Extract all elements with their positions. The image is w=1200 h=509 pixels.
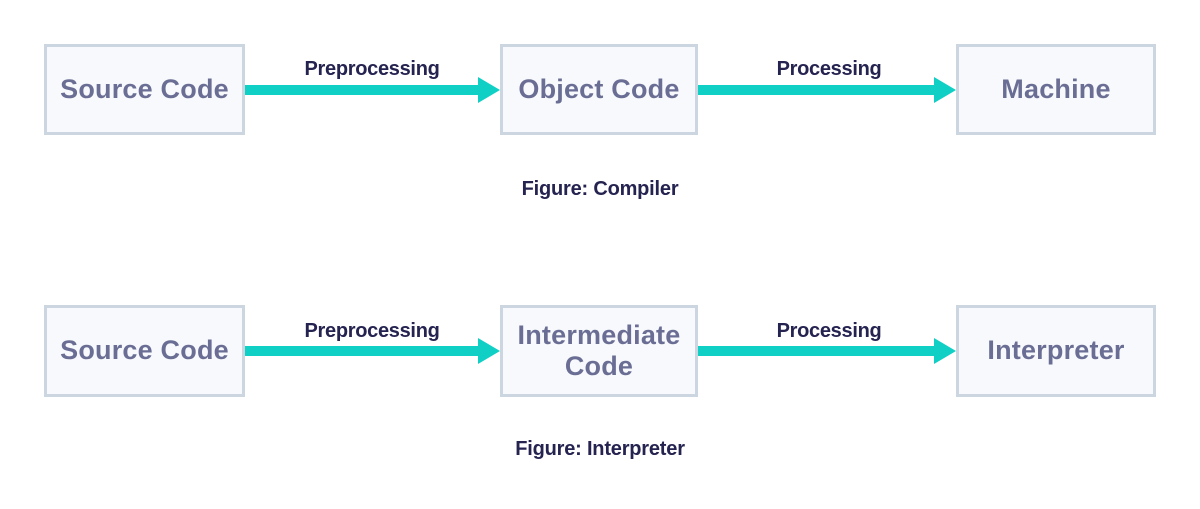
arrow-preprocessing-compiler <box>245 77 500 103</box>
arrow-label-processing-interpreter: Processing <box>776 320 882 342</box>
node-intermediate-code-interpreter: Intermediate Code <box>500 305 698 397</box>
caption-figure-interpreter: Figure: Interpreter <box>515 438 685 460</box>
arrow-shaft <box>245 346 478 356</box>
arrow-preprocessing-interpreter <box>245 338 500 364</box>
arrow-label-preprocessing-compiler: Preprocessing <box>304 58 440 80</box>
node-source-code-interpreter: Source Code <box>44 305 245 397</box>
arrow-head <box>478 338 500 364</box>
arrow-shaft <box>245 85 478 95</box>
arrow-label-preprocessing-interpreter: Preprocessing <box>304 320 440 342</box>
node-source-code-compiler: Source Code <box>44 44 245 135</box>
node-label: Object Code <box>518 73 680 104</box>
node-label: Source Code <box>60 73 229 104</box>
node-label: Machine <box>1001 73 1111 104</box>
arrow-head <box>478 77 500 103</box>
arrow-label-processing-compiler: Processing <box>776 58 882 80</box>
node-machine-compiler: Machine <box>956 44 1156 135</box>
arrow-shaft <box>698 85 934 95</box>
caption-figure-compiler: Figure: Compiler <box>521 178 679 200</box>
arrow-head <box>934 77 956 103</box>
arrow-processing-compiler <box>698 77 956 103</box>
node-object-code-compiler: Object Code <box>500 44 698 135</box>
node-label: Source Code <box>60 335 229 366</box>
arrow-processing-interpreter <box>698 338 956 364</box>
node-label: Interpreter <box>987 335 1125 366</box>
arrow-head <box>934 338 956 364</box>
node-interpreter-interpreter: Interpreter <box>956 305 1156 397</box>
arrow-shaft <box>698 346 934 356</box>
node-label: Intermediate Code <box>517 319 681 381</box>
